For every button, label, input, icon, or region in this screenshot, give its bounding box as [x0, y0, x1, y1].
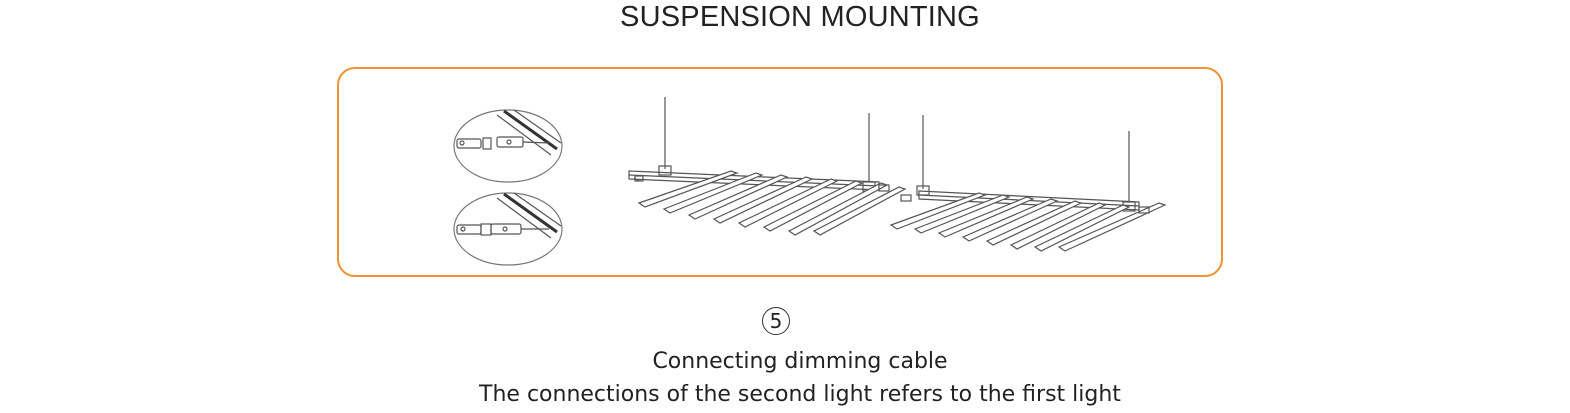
light-fixture-second	[889, 115, 1167, 252]
light-fixture-first	[628, 97, 907, 236]
page-title: SUSPENSION MOUNTING	[620, 1, 980, 33]
step-number-badge: 5	[762, 307, 790, 335]
diagram-frame	[337, 67, 1223, 277]
connector-detail-top	[453, 109, 563, 183]
mounting-diagram	[453, 97, 1167, 266]
step-caption: Connecting dimming cable	[652, 349, 948, 374]
step-description: The connections of the second light refe…	[479, 382, 1121, 407]
connector-detail-bottom	[453, 192, 563, 266]
